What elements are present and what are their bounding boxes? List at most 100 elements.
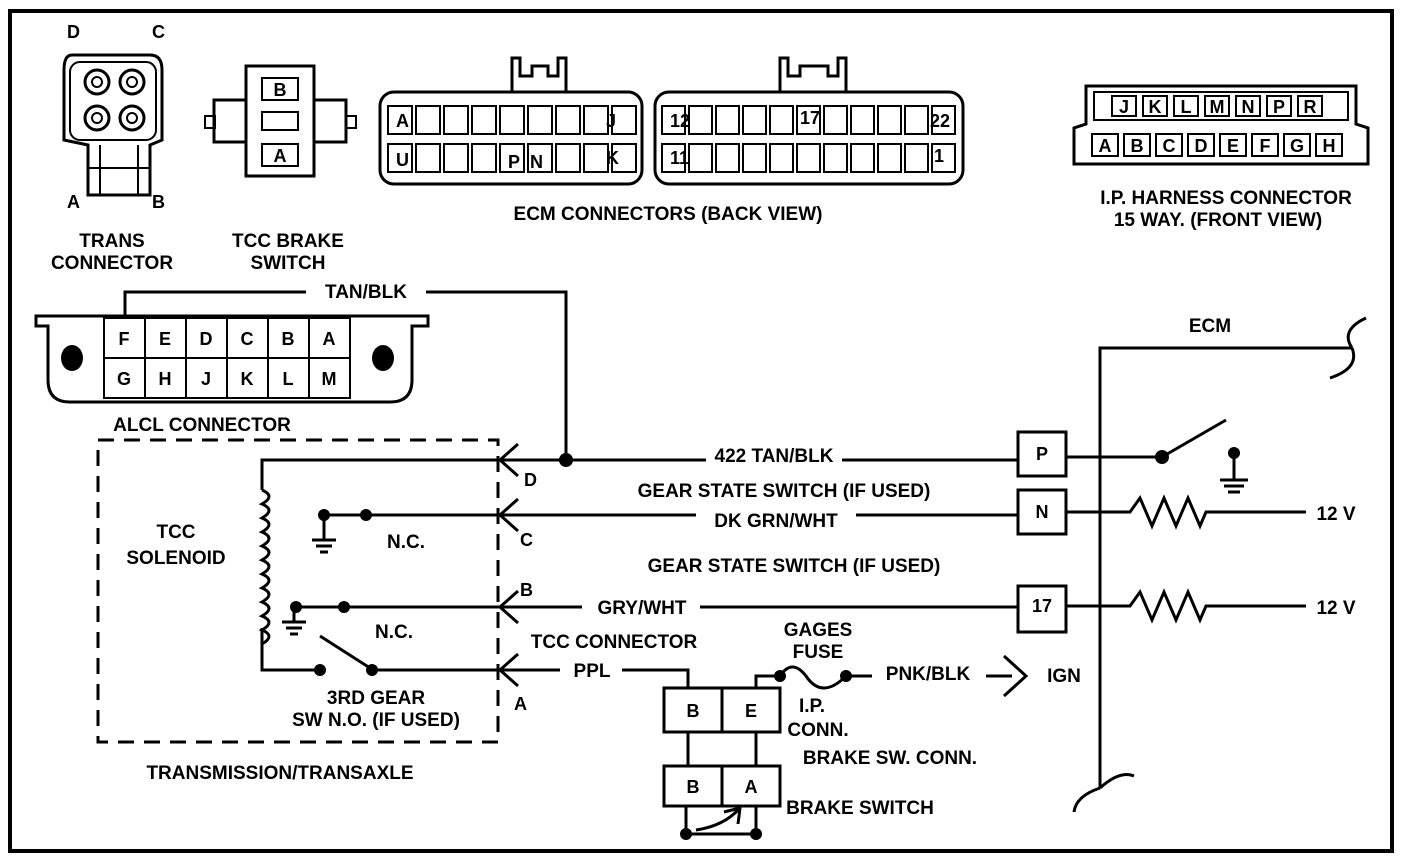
ecm-right-cavity (931, 105, 956, 135)
ip-harness-top-pin: N (1242, 97, 1255, 117)
alcl-pin: L (283, 369, 294, 389)
ip-harness-top-pin: R (1304, 97, 1317, 117)
ecm-right-cavity (715, 105, 740, 135)
ip-harness-top-pin: L (1181, 97, 1192, 117)
brake-sw-conn-label: BRAKE SW. CONN. (803, 748, 977, 769)
tcc-brake-title-1: TCC BRAKE (232, 231, 344, 252)
ecm-left-cavity (555, 105, 581, 135)
ecm-left-cavity (611, 143, 637, 173)
ecm-left-cavity (583, 105, 609, 135)
tcc-brake-pin-a: A (274, 146, 287, 166)
brake-switch-pin-a: A (745, 777, 758, 797)
gear-state-label-1: GEAR STATE SWITCH (IF USED) (638, 481, 931, 502)
ecm-right-cavity (661, 143, 686, 173)
ip-harness-top-cavity (1235, 95, 1261, 117)
trans-wire-pin-d: D (524, 470, 537, 490)
tcc-solenoid-label-1: TCC (156, 522, 195, 543)
ecm-pin-u: U (396, 150, 409, 170)
tcc-brake-title-2: SWITCH (251, 253, 326, 274)
ecm-pin-1: 1 (934, 146, 944, 166)
alcl-pin: A (323, 329, 336, 349)
ecm-left-cavity (499, 143, 525, 173)
ip-harness-bottom-cavity (1123, 133, 1151, 157)
ecm-left-cavity (471, 143, 497, 173)
ecm-right-cavity (769, 143, 794, 173)
ign-label: IGN (1047, 666, 1081, 687)
alcl-cavity (308, 357, 351, 399)
ecm-left-cavity (415, 105, 441, 135)
brake-switch-pin-b: B (687, 777, 700, 797)
trans-pin-a: A (67, 192, 80, 212)
ecm-pin-box-p: P (1036, 444, 1048, 464)
ecm-pin-17: 17 (800, 108, 820, 128)
alcl-pin: D (200, 329, 213, 349)
tcc-solenoid-label-2: SOLENOID (126, 548, 225, 569)
ip-harness-bottom-cavity (1091, 133, 1119, 157)
ecm-left-cavity (471, 105, 497, 135)
tcc-brake-pin-b: B (274, 80, 287, 100)
ip-harness-top-cavity (1111, 95, 1137, 117)
ip-harness-bottom-cavity (1219, 133, 1247, 157)
ip-harness-bottom-pin: A (1099, 136, 1112, 156)
ecm-right-cavity (769, 105, 794, 135)
ecm-left-cavity (583, 143, 609, 173)
dk-grn-label: DK GRN/WHT (714, 511, 838, 532)
nc-label-1: N.C. (387, 532, 425, 553)
alcl-title: ALCL CONNECTOR (113, 415, 291, 436)
alcl-pin: E (159, 329, 171, 349)
ecm-pin-12: 12 (670, 111, 690, 131)
ip-harness-bottom-pin: C (1163, 136, 1176, 156)
ip-harness-top-cavity (1173, 95, 1199, 117)
ip-harness-bottom-cavity (1251, 133, 1279, 157)
ip-harness-title-1: I.P. HARNESS CONNECTOR (1100, 188, 1352, 209)
ip-harness-bottom-cavity (1283, 133, 1311, 157)
ip-harness-top-pin: J (1119, 97, 1129, 117)
trans-connector-title-2: CONNECTOR (51, 253, 173, 274)
ecm-right-cavity (850, 105, 875, 135)
ecm-left-cavity (443, 105, 469, 135)
ip-conn-pin-b: B (687, 701, 700, 721)
ecm-pin-k: K (606, 148, 619, 168)
tan-blk-top-label: TAN/BLK (325, 282, 407, 303)
ip-harness-bottom-pin: G (1290, 136, 1304, 156)
ecm-left-cavity (527, 105, 553, 135)
trans-connector-title-1: TRANS (79, 231, 144, 252)
ecm-right-cavity (688, 143, 713, 173)
ip-harness-bottom-pin: B (1131, 136, 1144, 156)
pnk-blk-label: PNK/BLK (886, 664, 971, 685)
transmission-transaxle-label: TRANSMISSION/TRANSAXLE (146, 763, 413, 784)
alcl-pin: G (117, 369, 131, 389)
ecm-right-cavity (688, 105, 713, 135)
tcc-connector-label: TCC CONNECTOR (531, 632, 698, 653)
ecm-left-cavity (555, 143, 581, 173)
ip-conn-pin-e: E (745, 701, 757, 721)
ip-harness-top-pin: K (1149, 97, 1162, 117)
ecm-pin-n: N (530, 152, 543, 172)
ip-harness-bottom-pin: E (1227, 136, 1239, 156)
ecm-label: ECM (1189, 316, 1231, 337)
gages-fuse-label-2: FUSE (793, 642, 844, 663)
ip-harness-bottom-pin: H (1323, 136, 1336, 156)
ecm-pin-a: A (396, 111, 409, 131)
gages-fuse-label-1: GAGES (784, 620, 853, 641)
ecm-pin-11: 11 (670, 148, 689, 168)
ip-harness-top-pin: M (1210, 97, 1225, 117)
trans-connector: D C A B TRANS CONNECTOR (51, 22, 173, 274)
ip-harness-top-cavity (1204, 95, 1230, 117)
ip-harness-bottom-pin: D (1195, 136, 1208, 156)
third-gear-label-2: SW N.O. (IF USED) (292, 710, 460, 731)
alcl-pin: F (119, 329, 130, 349)
ecm-right-cavity (823, 143, 848, 173)
ecm-right-cavity (904, 105, 929, 135)
ecm-right-cavity (742, 105, 767, 135)
ip-harness-bottom-cavity (1315, 133, 1343, 157)
ecm-left-cavity (415, 143, 441, 173)
ip-harness-bottom-pin: F (1260, 136, 1271, 156)
gry-wht-label: GRY/WHT (597, 598, 686, 619)
voltage-label-1: 12 V (1316, 504, 1355, 525)
ecm-right-cavity (904, 143, 929, 173)
ecm-left-cavity (443, 143, 469, 173)
ecm-right-cavity (796, 105, 821, 135)
trans-pin-c: C (152, 22, 165, 42)
